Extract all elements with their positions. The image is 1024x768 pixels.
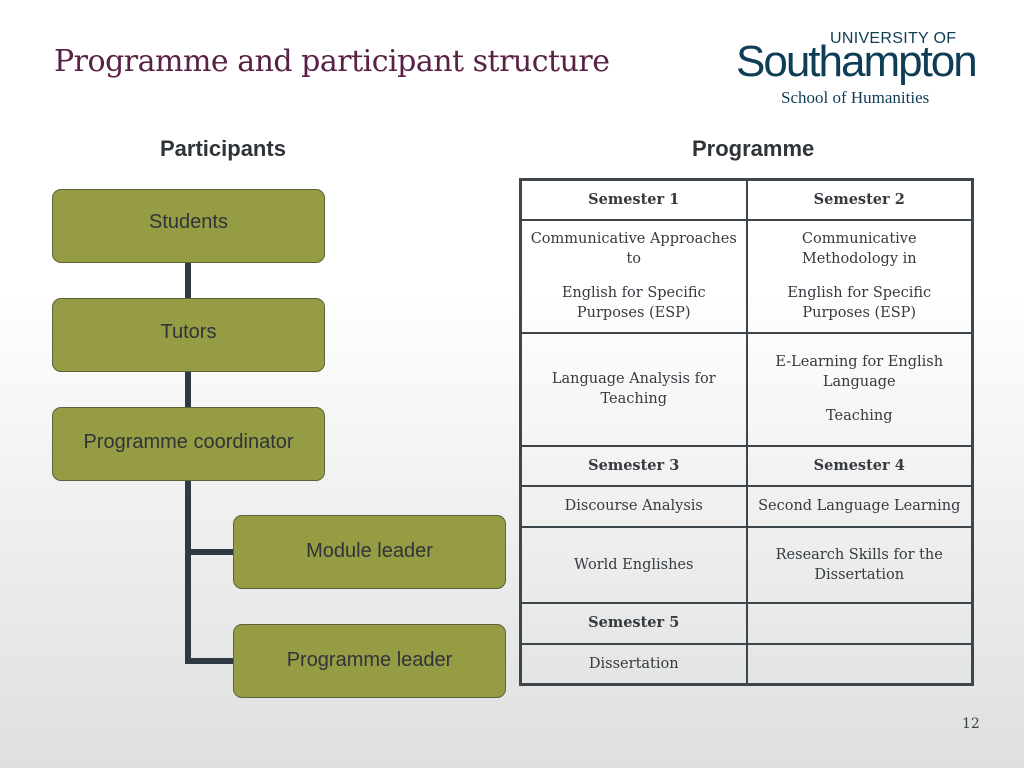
programme-table: Semester 1 Semester 2 Communicative Approa… (519, 178, 974, 686)
cell-text: Teaching (826, 408, 893, 424)
logo-university-of: UNIVERSITY OF (830, 30, 957, 47)
cell-text: Semester 3 (588, 456, 680, 474)
connector-coordinator-trunk (185, 479, 191, 664)
module-cell: Language Analysis for Teaching (519, 331, 748, 447)
participants-heading: Participants (160, 136, 286, 161)
table-header-row: Semester 5 (519, 601, 974, 645)
cell-text: Semester 4 (813, 456, 905, 474)
module-cell: Dissertation (519, 642, 748, 686)
cell-text: English for Specific Purposes (ESP) (561, 285, 706, 321)
logo-name: Southampton (736, 37, 978, 86)
node-module-leader: Module leader (233, 515, 506, 589)
semester-cell (745, 601, 974, 645)
connector-module-leader-branch (185, 549, 235, 555)
node-programme-leader: Programme leader (233, 624, 506, 698)
connector-programme-leader-branch (185, 658, 235, 664)
programme-heading: Programme (692, 136, 815, 161)
semester-cell: Semester 1 (519, 178, 748, 221)
table-row: Dissertation (519, 642, 974, 686)
node-label: Programme leader (286, 648, 453, 671)
module-cell: Discourse Analysis (519, 484, 748, 528)
module-cell: Second Language Learning (745, 484, 974, 528)
table-header-row: Semester 3 Semester 4 (519, 444, 974, 487)
node-students: Students (52, 189, 325, 263)
connector-tutors-coordinator (185, 370, 191, 408)
cell-text: E-Learning for English Language (775, 354, 944, 390)
node-programme-coordinator: Programme coordinator (52, 407, 325, 481)
node-label: Students (149, 210, 228, 233)
cell-text: Second Language Learning (758, 498, 961, 514)
cell-text: Communicative Approaches to (530, 231, 737, 267)
module-cell: Communicative Approaches to English for S… (519, 218, 748, 334)
table-row: World Englishes Research Skills for the D… (519, 525, 974, 604)
page-number: 12 (962, 716, 980, 732)
cell-text: Semester 5 (588, 614, 680, 631)
table-row: Communicative Approaches to English for S… (519, 218, 974, 334)
module-cell: Research Skills for the Dissertation (745, 525, 974, 604)
module-cell: Communicative Methodology in English for … (745, 218, 974, 334)
table-header-row: Semester 1 Semester 2 (519, 178, 974, 221)
cell-text: Language Analysis for Teaching (551, 371, 716, 407)
cell-text: World Englishes (574, 556, 694, 573)
node-label: Tutors (160, 320, 217, 343)
cell-text: Semester 1 (588, 190, 680, 208)
cell-text: English for Specific Purposes (ESP) (787, 285, 932, 321)
cell-text: Communicative Methodology in (801, 231, 917, 267)
cell-text: Dissertation (588, 655, 679, 672)
slide-title: Programme and participant structure (54, 44, 610, 79)
table-row: Language Analysis for Teaching E-Learning… (519, 331, 974, 447)
module-cell: World Englishes (519, 525, 748, 604)
semester-cell: Semester 2 (745, 178, 974, 221)
node-tutors: Tutors (52, 298, 325, 372)
semester-cell: Semester 5 (519, 601, 748, 645)
cell-text: Research Skills for the Dissertation (775, 546, 943, 583)
node-label: Module leader (306, 539, 433, 562)
connector-students-tutors (185, 262, 191, 300)
node-label: Programme coordinator (83, 430, 294, 453)
cell-text: Semester 2 (813, 190, 905, 208)
semester-cell: Semester 4 (745, 444, 974, 487)
cell-text: Discourse Analysis (564, 498, 703, 514)
semester-cell: Semester 3 (519, 444, 748, 487)
table-row: Discourse Analysis Second Language Learni… (519, 484, 974, 528)
logo-school: School of Humanities (781, 88, 930, 107)
module-cell (745, 642, 974, 686)
